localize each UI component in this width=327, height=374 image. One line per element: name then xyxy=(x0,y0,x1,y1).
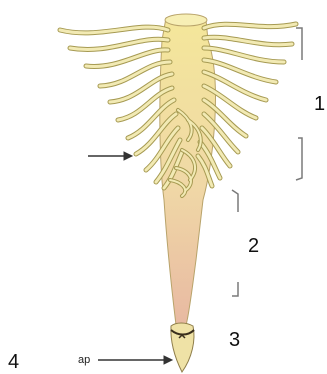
label-ap: ap xyxy=(78,354,90,366)
label-zone-3: 3 xyxy=(229,329,240,351)
apex-arrow xyxy=(98,356,172,364)
label-zone-1: 1 xyxy=(314,93,325,115)
root-hair-arrow xyxy=(88,152,132,160)
root-cap xyxy=(171,323,194,372)
label-zone-4: 4 xyxy=(8,351,19,373)
root-top-cap xyxy=(165,14,207,26)
bracket-zone-1 xyxy=(296,28,302,180)
label-zone-2: 2 xyxy=(248,235,259,257)
bracket-zone-2 xyxy=(232,190,238,296)
